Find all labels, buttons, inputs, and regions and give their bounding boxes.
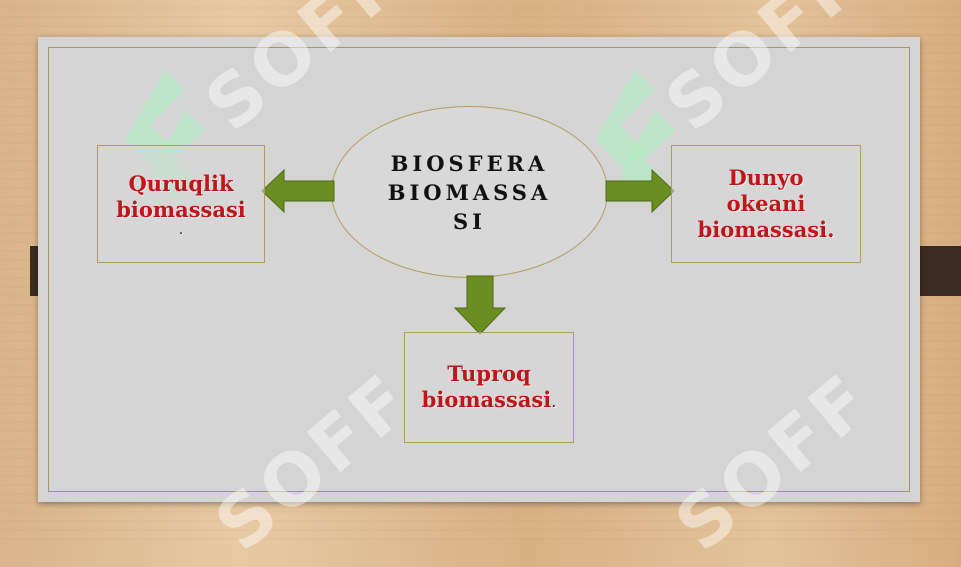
box-land-biomass: Quruqlik biomassasi . bbox=[97, 145, 265, 263]
land-line2: biomassasi bbox=[116, 197, 246, 222]
land-line1: Quruqlik bbox=[128, 171, 234, 196]
land-suffix: . bbox=[178, 222, 184, 238]
center-title-line2: BIOMASSA bbox=[387, 179, 552, 205]
center-ellipse: BIOSFERA BIOMASSA SI bbox=[331, 106, 608, 278]
soil-line2-wrap: biomassasi. bbox=[422, 387, 557, 415]
ocean-line2: okeani bbox=[726, 191, 806, 216]
arrow-right bbox=[605, 168, 675, 214]
box-soil-biomass: Tuproq biomassasi. bbox=[404, 332, 574, 443]
box-ocean-biomass: Dunyo okeani biomassasi. bbox=[671, 145, 861, 263]
soil-line1: Tuproq bbox=[447, 360, 531, 386]
center-title-line1: BIOSFERA bbox=[390, 150, 549, 176]
ocean-line1: Dunyo bbox=[728, 165, 804, 190]
soil-suffix: . bbox=[551, 391, 557, 411]
ocean-line3: biomassasi. bbox=[697, 217, 835, 242]
arrow-down bbox=[453, 275, 507, 335]
center-title-line3: SI bbox=[453, 208, 486, 234]
panel-border bbox=[48, 47, 910, 492]
soil-line2: biomassasi bbox=[421, 386, 552, 412]
arrow-left bbox=[261, 168, 335, 214]
